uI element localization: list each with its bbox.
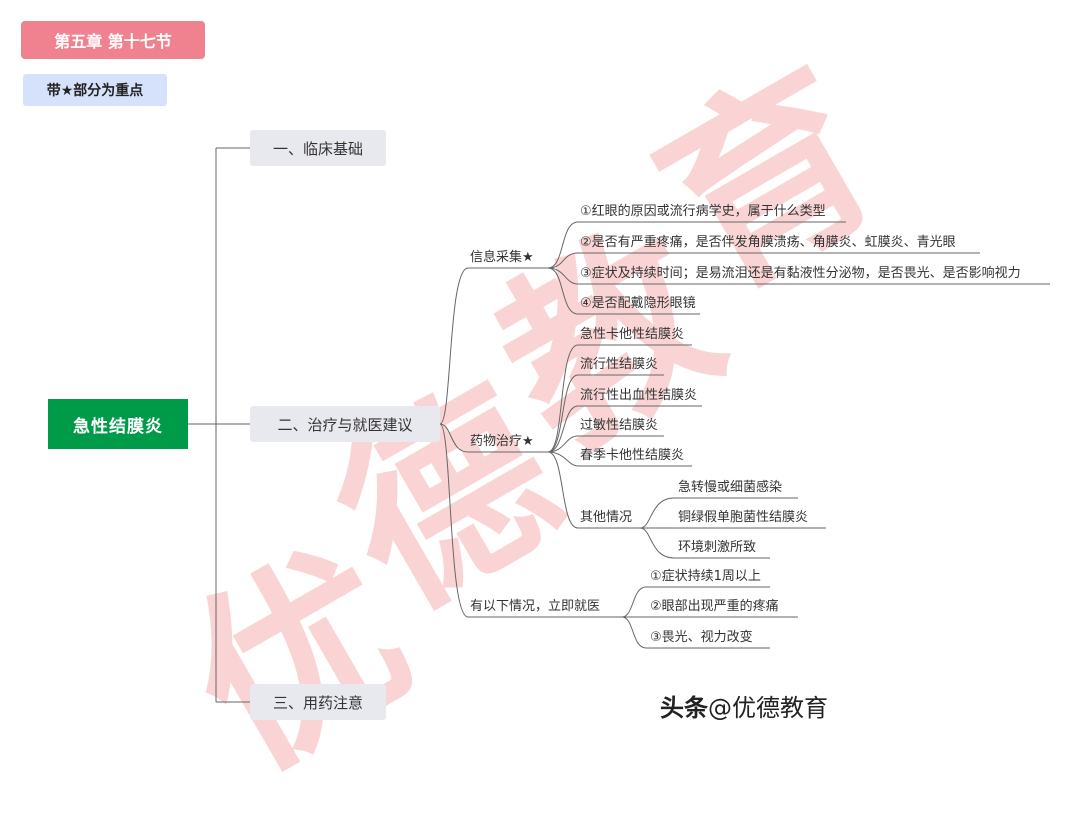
branch-treatment-advice[interactable]: 二、治疗与就医建议	[250, 406, 440, 442]
info-item-1[interactable]: ①红眼的原因或流行病学史，属于什么类型	[580, 204, 826, 219]
topic-seek-medical-care[interactable]: 有以下情况，立即就医	[470, 599, 601, 614]
topic-drug-therapy[interactable]: 药物治疗★	[470, 434, 534, 449]
topic-info-collection[interactable]: 信息采集★	[470, 250, 534, 265]
link-to-urgent	[439, 423, 622, 618]
info-item-3[interactable]: ③症状及持续时间；是易流泪还是有黏液性分泌物，是否畏光、是否影响视力	[580, 266, 1021, 281]
topic-other-situations[interactable]: 其他情况	[580, 510, 633, 525]
info-item-2[interactable]: ②是否有严重疼痛，是否伴发角膜溃疡、角膜炎、虹膜炎、青光眼	[580, 235, 956, 250]
urgent-item-1[interactable]: ①症状持续1周以上	[650, 569, 761, 584]
connector-lines	[188, 147, 1050, 703]
drug-item-4[interactable]: 过敏性结膜炎	[580, 418, 659, 433]
root-topic[interactable]: 急性结膜炎	[48, 399, 188, 449]
link-to-info	[439, 267, 548, 425]
urgent-item-2[interactable]: ②眼部出现严重的疼痛	[650, 599, 779, 614]
info-item-4[interactable]: ④是否配戴隐形眼镜	[580, 296, 696, 311]
branch-medication-notes[interactable]: 三、用药注意	[250, 684, 386, 720]
watermark-platform: 头条	[660, 694, 708, 722]
other-item-1[interactable]: 急转慢或细菌感染	[678, 480, 783, 495]
watermark-handle: @优德教育	[708, 694, 828, 722]
urgent-item-3[interactable]: ③畏光、视力改变	[650, 630, 753, 645]
other-item-3[interactable]: 环境刺激所致	[678, 540, 757, 555]
chapter-tag: 第五章 第十七节	[21, 21, 205, 59]
source-watermark: 头条@优德教育	[660, 688, 828, 723]
drug-item-3[interactable]: 流行性出血性结膜炎	[580, 388, 698, 403]
drug-item-5[interactable]: 春季卡他性结膜炎	[580, 448, 685, 463]
emphasis-note: 带★部分为重点	[23, 74, 167, 106]
mindmap-canvas: 优 德 教 育	[21, 21, 1050, 812]
drug-item-2[interactable]: 流行性结膜炎	[580, 357, 659, 372]
other-item-2[interactable]: 铜绿假单胞菌性结膜炎	[678, 510, 809, 525]
link-to-drug	[439, 423, 548, 453]
drug-item-1[interactable]: 急性卡他性结膜炎	[580, 327, 685, 342]
branch-clinical-basis[interactable]: 一、临床基础	[250, 130, 386, 166]
